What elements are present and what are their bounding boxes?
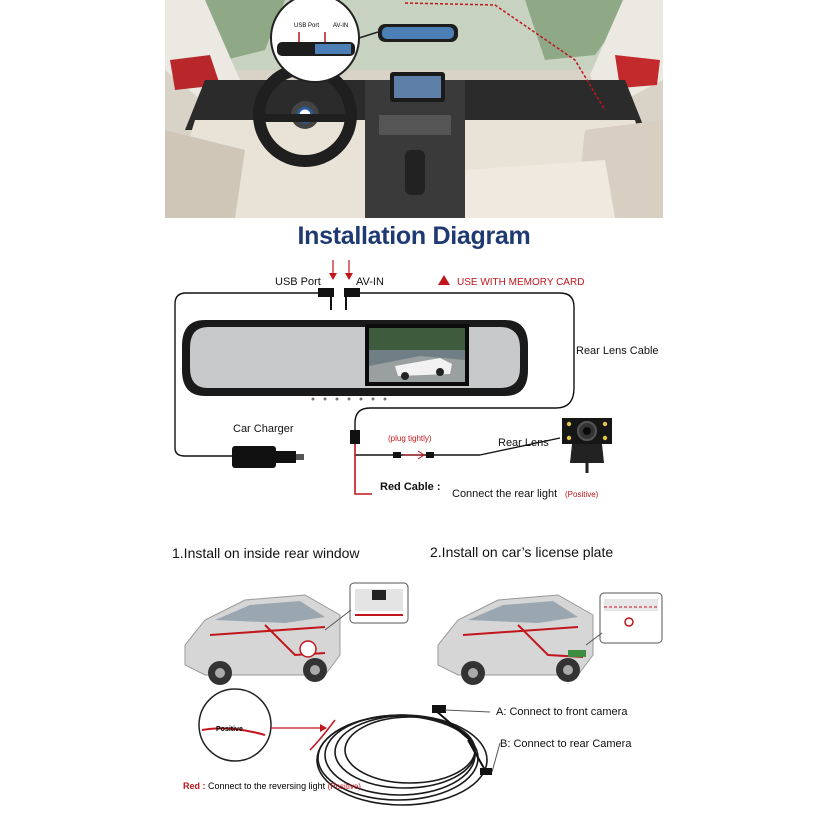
plug-tightly-note: (plug tightly) <box>388 434 432 443</box>
positive-tag: Positive <box>216 726 243 733</box>
rear-camera-label: B: Connect to rear Camera <box>500 738 632 750</box>
connect-rear-light-text: Connect the rear light <box>452 488 558 500</box>
inset-av-label: AV-IN <box>333 23 349 29</box>
positive-note: (Positive) <box>565 490 599 499</box>
page-title: Installation Diagram <box>297 222 531 250</box>
reversing-light-text: Connect to the reversing light <box>208 781 326 791</box>
car-license-plate-illustration <box>437 592 663 685</box>
install-option-1: 1.Install on inside rear window <box>172 545 360 561</box>
extension-cable-illustration <box>198 688 501 806</box>
reversing-light-note: Red : Connect to the reversing light (Po… <box>183 781 361 791</box>
car-rear-window-illustration <box>184 582 409 685</box>
rear-lens-label: Rear Lens <box>498 437 549 449</box>
memory-card-warning: USE WITH MEMORY CARD <box>457 277 585 288</box>
car-interior-photo <box>165 0 663 218</box>
install-option-2: 2.Install on car’s license plate <box>430 544 614 560</box>
usb-port-label: USB Port <box>275 276 321 288</box>
inset-usb-label: USB Port <box>294 23 320 29</box>
car-charger-label: Car Charger <box>233 423 294 435</box>
red-prefix: Red : <box>183 781 206 791</box>
rear-lens-cable-label: Rear Lens Cable <box>576 345 659 357</box>
front-camera-label: A: Connect to front camera <box>496 706 628 718</box>
reversing-positive: (Positive) <box>327 782 361 791</box>
red-cable-label: Red Cable : <box>380 481 441 493</box>
av-in-label: AV-IN <box>356 276 384 288</box>
wiring-diagram <box>174 260 612 495</box>
